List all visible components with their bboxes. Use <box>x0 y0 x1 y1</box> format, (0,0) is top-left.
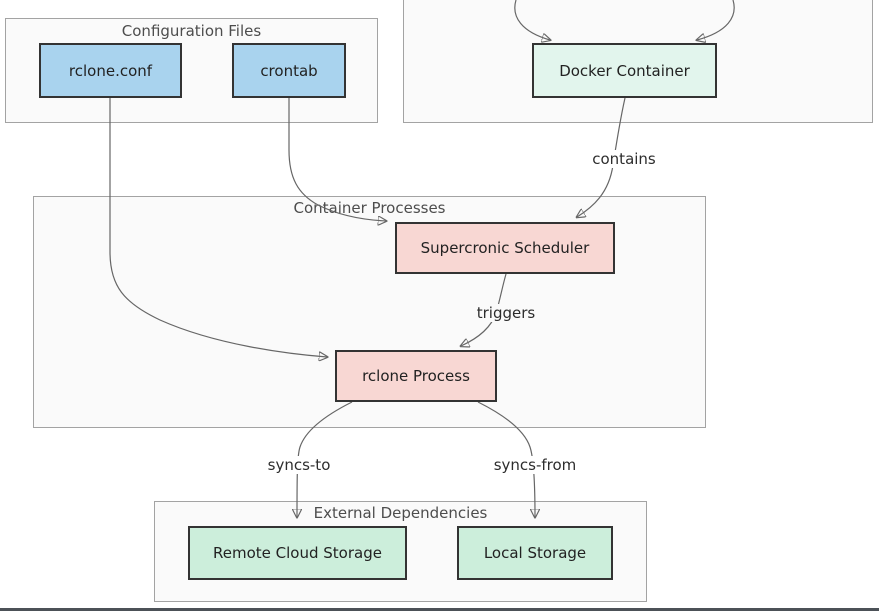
edge-into-docker-left <box>514 0 550 40</box>
node-rclone-process: rclone Process <box>335 350 497 402</box>
node-label: Local Storage <box>483 544 587 562</box>
node-rclone-conf: rclone.conf <box>39 43 182 98</box>
edge-into-docker-right <box>697 0 735 40</box>
group-label-container-processes: Container Processes <box>293 199 446 217</box>
edge-crontab-to-supercronic <box>288 98 386 221</box>
node-local-storage: Local Storage <box>457 526 613 580</box>
edge-label-contains: contains <box>589 150 659 168</box>
node-crontab: crontab <box>232 43 346 98</box>
node-label: crontab <box>260 61 318 80</box>
bottom-separator-bar <box>0 608 879 611</box>
edge-rclone-process-syncs-from-local <box>477 401 535 517</box>
node-label: Docker Container <box>559 61 690 80</box>
node-supercronic-scheduler: Supercronic Scheduler <box>395 222 615 274</box>
edge-label-triggers: triggers <box>473 304 539 322</box>
node-docker-container: Docker Container <box>532 43 717 98</box>
edge-rclone-process-syncs-to-remote <box>297 401 353 517</box>
group-label-configuration-files: Configuration Files <box>121 22 262 40</box>
edge-label-syncs-from: syncs-from <box>490 456 580 474</box>
node-label: rclone Process <box>362 367 470 385</box>
node-label: rclone.conf <box>68 61 153 80</box>
edge-rclone-conf-to-rclone-process <box>109 98 327 357</box>
node-label: Supercronic Scheduler <box>420 239 590 257</box>
edge-label-syncs-to: syncs-to <box>264 456 334 474</box>
node-remote-cloud-storage: Remote Cloud Storage <box>188 526 407 580</box>
group-label-external-dependencies: External Dependencies <box>313 504 488 522</box>
node-label: Remote Cloud Storage <box>213 544 382 562</box>
